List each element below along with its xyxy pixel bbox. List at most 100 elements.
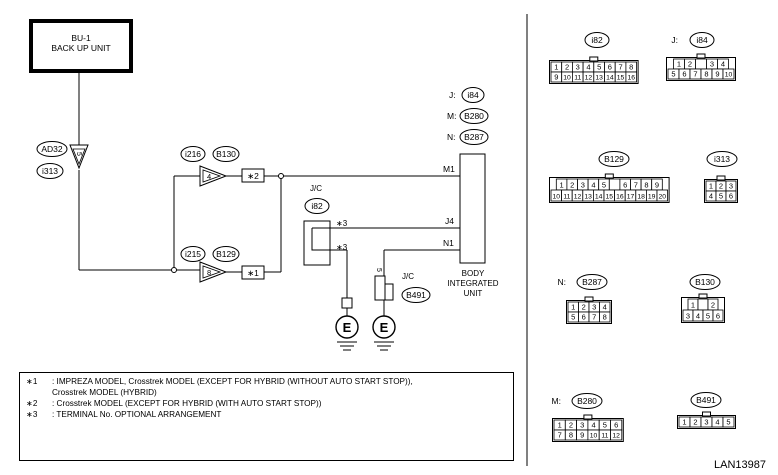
connector-b129-label: B129 xyxy=(216,249,236,259)
connector-i215-label: i215 xyxy=(185,249,201,259)
note-text: : Crosstrek MODEL (EXCEPT FOR HYBRID (WI… xyxy=(52,399,322,408)
connector-i215-badge xyxy=(180,246,206,262)
view-pin-number: 16 xyxy=(616,194,624,201)
view-pin-cell xyxy=(599,311,611,323)
view-pin-number: 8 xyxy=(629,63,633,72)
view-pin-number: 9 xyxy=(715,70,719,79)
view-i82-label: i82 xyxy=(591,35,603,45)
view-pin-number: 4 xyxy=(696,312,700,321)
view-pin-number: 3 xyxy=(576,63,580,72)
view-b280-key-tab xyxy=(583,414,593,420)
connector-ad32-triangle xyxy=(69,144,89,170)
view-b491-badge xyxy=(690,392,722,408)
view-pin-number: 5 xyxy=(571,313,575,322)
view-pin-number: 18 xyxy=(637,194,645,201)
key-b280-label: B280 xyxy=(464,111,484,121)
view-b129-badge xyxy=(598,151,630,167)
view-pin-number: 14 xyxy=(606,75,614,82)
view-i82-key-tab xyxy=(589,56,599,62)
view-pin-number: 12 xyxy=(585,75,593,82)
backup-unit-box xyxy=(29,19,133,73)
junction-dot xyxy=(171,267,177,273)
view-pin-number: 2 xyxy=(565,63,569,72)
notes-box: ∗1 : IMPREZA MODEL, Crosstrek MODEL (EXC… xyxy=(19,372,514,461)
view-pin-number: 2 xyxy=(582,303,586,312)
view-pin-number: 8 xyxy=(569,431,573,440)
view-pin-cell xyxy=(725,190,737,202)
view-pin-cell xyxy=(610,429,623,441)
view-pin-cell xyxy=(608,178,621,191)
view-pin-number: 2 xyxy=(719,182,723,191)
view-pin-number: 4 xyxy=(709,192,713,201)
view-pin-number: 6 xyxy=(582,313,586,322)
i215-pin: 8 xyxy=(207,268,211,277)
view-pin-number: 1 xyxy=(560,181,564,190)
view-pin-cell xyxy=(695,58,707,70)
view-pin-number: 11 xyxy=(601,433,608,440)
body-unit-line1: BODY xyxy=(462,269,485,278)
view-pin-number: 3 xyxy=(580,421,584,430)
view-pin-number: 20 xyxy=(659,194,667,201)
view-pin-number: 6 xyxy=(614,421,618,430)
view-i84-prefix: J: xyxy=(671,35,678,45)
view-b280-label: B280 xyxy=(577,396,597,406)
view-b280-prefix: M: xyxy=(552,396,561,406)
note-text: Crosstrek MODEL (HYBRID) xyxy=(52,388,157,397)
view-b287-badge xyxy=(576,274,608,290)
view-i313-label: i313 xyxy=(714,154,730,164)
view-i84-label: i84 xyxy=(696,35,708,45)
junction-dot xyxy=(278,173,284,179)
view-pin-number: 16 xyxy=(627,75,635,82)
star1-box xyxy=(241,265,265,280)
note-row: ∗3 : TERMINAL No. OPTIONAL ARRANGEMENT xyxy=(26,409,507,420)
view-pin-number: 7 xyxy=(693,70,697,79)
ground1-symbol: E xyxy=(343,320,352,335)
view-pin-number: 4 xyxy=(715,418,719,427)
view-pin-number: 17 xyxy=(627,194,635,201)
view-pin-number: 4 xyxy=(603,303,607,312)
star3b-label: ∗3 xyxy=(336,243,348,252)
view-b130-label: B130 xyxy=(695,277,715,287)
wire-n1-label: N1 xyxy=(443,238,454,248)
view-pin-number: 1 xyxy=(554,63,558,72)
view-pin-number: 13 xyxy=(584,194,592,201)
connector-ad32-inner xyxy=(72,148,86,166)
key-b287-badge xyxy=(459,129,489,145)
body-unit-line3: UNIT xyxy=(464,289,483,298)
view-pin-number: 11 xyxy=(574,75,581,82)
view-b491-label: B491 xyxy=(696,395,716,405)
connector-i216-inner xyxy=(202,169,222,183)
view-pin-number: 6 xyxy=(608,63,612,72)
view-i84-key-tab xyxy=(696,53,706,59)
view-pin-number: 2 xyxy=(569,421,573,430)
connector-b129-badge xyxy=(212,246,240,262)
view-pin-number: 10 xyxy=(725,72,733,79)
key-i84-label: i84 xyxy=(467,90,479,100)
view-pin-number: 7 xyxy=(558,431,562,440)
note-key: ∗3 xyxy=(26,410,38,419)
view-pin-number: 19 xyxy=(648,194,656,201)
note-text: : TERMINAL No. OPTIONAL ARRANGEMENT xyxy=(52,410,222,419)
ground1-terminal xyxy=(341,297,353,309)
view-pin-number: 5 xyxy=(706,312,710,321)
view-b280-badge xyxy=(571,393,603,409)
body-integrated-unit-box xyxy=(459,153,486,264)
body-unit-line2: INTEGRATED xyxy=(448,279,499,288)
wires xyxy=(78,73,460,316)
connector-i215-triangle xyxy=(199,261,228,283)
backup-unit-code: BU-1 xyxy=(71,33,91,43)
view-pin-number: 4 xyxy=(591,421,595,430)
view-pin-number: 12 xyxy=(574,194,582,201)
view-pin-number: 10 xyxy=(563,75,571,82)
view-pin-number: 3 xyxy=(686,312,690,321)
view-pin-cell xyxy=(656,189,669,202)
view-pin-number: 2 xyxy=(570,181,574,190)
view-pin-number: 6 xyxy=(729,192,733,201)
ground2-symbol: E xyxy=(380,320,389,335)
view-pin-number: 6 xyxy=(623,181,627,190)
view-pin-number: 15 xyxy=(617,75,625,82)
view-pin-cell xyxy=(697,298,709,311)
view-pin-number: 12 xyxy=(612,433,620,440)
